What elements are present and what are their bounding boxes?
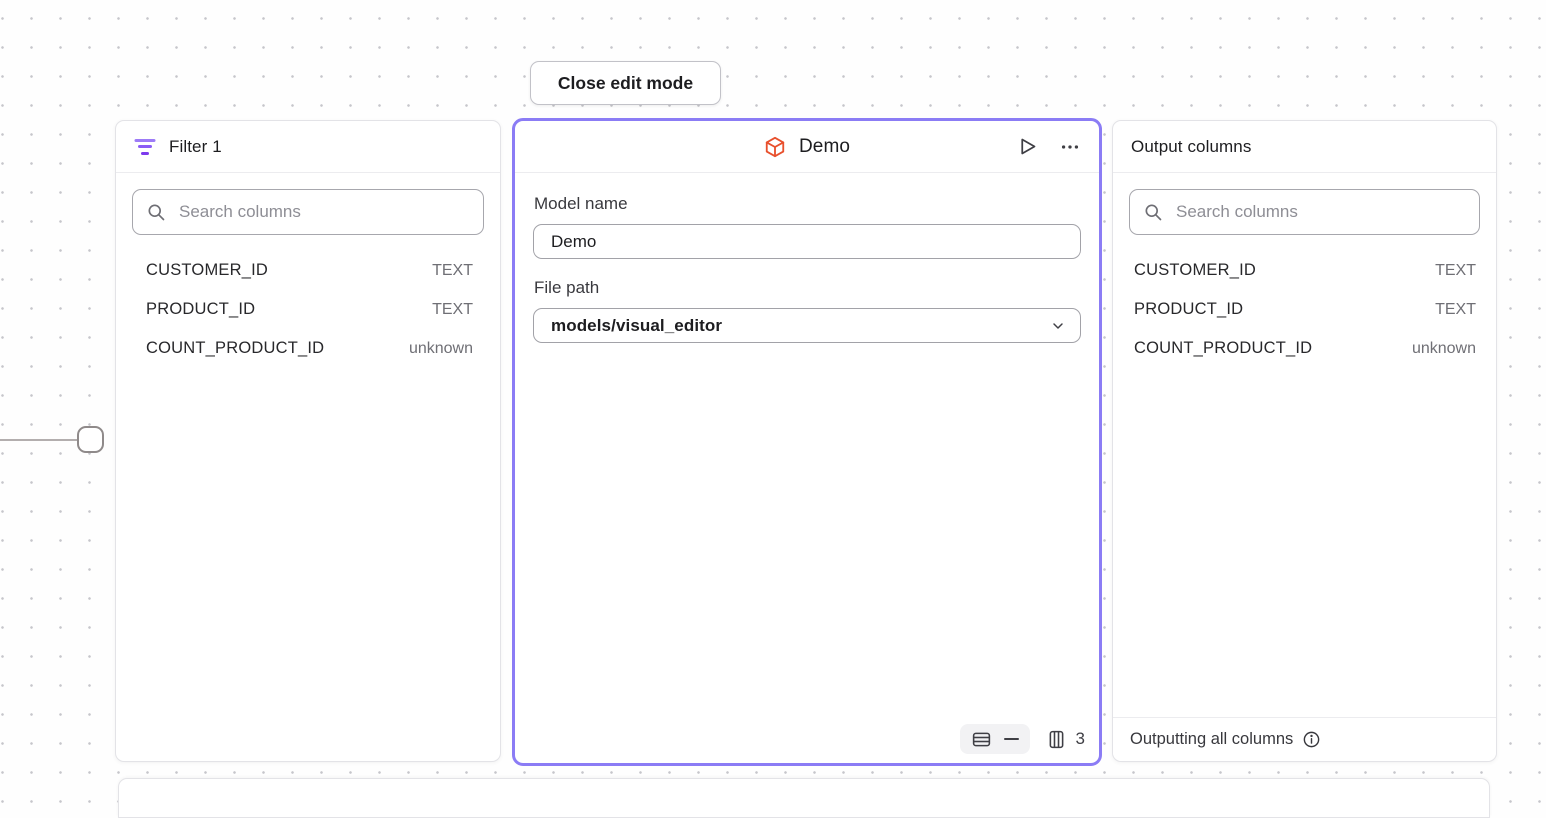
filter-node-panel: Filter 1 CUSTOMER_ID TEXT PRODUCT_ID TEX…	[115, 120, 501, 762]
output-columns-panel: Output columns CUSTOMER_ID TEXT PRODUCT_…	[1112, 120, 1497, 762]
column-count-indicator[interactable]: 3	[1046, 729, 1085, 750]
filter-column-list: CUSTOMER_ID TEXT PRODUCT_ID TEXT COUNT_P…	[116, 251, 500, 368]
filter-search-box[interactable]	[132, 189, 484, 235]
bottom-panel-edge	[118, 778, 1490, 818]
column-row[interactable]: COUNT_PRODUCT_ID unknown	[1113, 329, 1496, 368]
output-panel-footer: Outputting all columns	[1113, 717, 1496, 761]
column-row[interactable]: PRODUCT_ID TEXT	[1113, 290, 1496, 329]
column-type: TEXT	[1435, 261, 1476, 279]
file-path-label: File path	[534, 278, 600, 297]
model-cube-icon	[765, 136, 785, 157]
column-row[interactable]: CUSTOMER_ID TEXT	[1113, 251, 1496, 290]
edge-connector-line	[0, 439, 79, 441]
column-name: PRODUCT_ID	[146, 300, 256, 318]
column-row[interactable]: COUNT_PRODUCT_ID unknown	[116, 329, 500, 368]
filter-icon	[134, 138, 156, 156]
output-footer-text: Outputting all columns	[1130, 730, 1294, 748]
info-icon[interactable]	[1302, 730, 1321, 749]
row-count-value	[1003, 737, 1019, 741]
run-model-button[interactable]	[1015, 134, 1040, 159]
column-name: COUNT_PRODUCT_ID	[146, 339, 325, 357]
column-row[interactable]: CUSTOMER_ID TEXT	[116, 251, 500, 290]
model-panel-header: Demo	[515, 121, 1099, 173]
column-type: unknown	[1411, 339, 1476, 357]
search-icon	[1145, 204, 1162, 221]
output-panel-title: Output columns	[1131, 136, 1252, 156]
output-column-list: CUSTOMER_ID TEXT PRODUCT_ID TEXT COUNT_P…	[1113, 251, 1496, 368]
column-type: unknown	[408, 339, 473, 357]
column-name: CUSTOMER_ID	[146, 261, 268, 279]
ellipsis-icon	[1061, 144, 1079, 149]
column-name: CUSTOMER_ID	[1134, 261, 1256, 279]
table-columns-icon	[1049, 730, 1063, 748]
row-count-toggle[interactable]	[959, 724, 1030, 754]
more-options-button[interactable]	[1057, 134, 1083, 160]
edge-port-handle[interactable]	[77, 426, 104, 453]
model-name-input[interactable]	[533, 224, 1081, 259]
column-name: PRODUCT_ID	[1134, 300, 1244, 318]
close-edit-mode-button[interactable]: Close edit mode	[530, 61, 721, 105]
output-panel-header: Output columns	[1113, 121, 1496, 173]
file-path-select[interactable]: models/visual_editor	[533, 308, 1081, 343]
column-type: TEXT	[1435, 300, 1476, 318]
column-row[interactable]: PRODUCT_ID TEXT	[116, 290, 500, 329]
file-path-value: models/visual_editor	[551, 315, 723, 335]
chevron-down-icon	[1053, 322, 1063, 329]
output-search-input[interactable]	[1174, 201, 1466, 223]
model-node-panel: Demo Model name File path models/visual_…	[512, 118, 1102, 766]
filter-search-input[interactable]	[177, 201, 470, 223]
model-name-label: Model name	[534, 194, 628, 213]
table-rows-icon	[972, 732, 990, 746]
column-name: COUNT_PRODUCT_ID	[1134, 339, 1313, 357]
play-icon	[1021, 138, 1036, 155]
filter-panel-title: Filter 1	[169, 136, 222, 156]
model-panel-title: Demo	[798, 135, 851, 157]
column-count-value: 3	[1075, 729, 1085, 748]
output-search-box[interactable]	[1129, 189, 1480, 235]
search-icon	[148, 204, 165, 221]
filter-panel-header: Filter 1	[116, 121, 500, 173]
column-type: TEXT	[432, 261, 473, 279]
column-type: TEXT	[432, 300, 473, 318]
